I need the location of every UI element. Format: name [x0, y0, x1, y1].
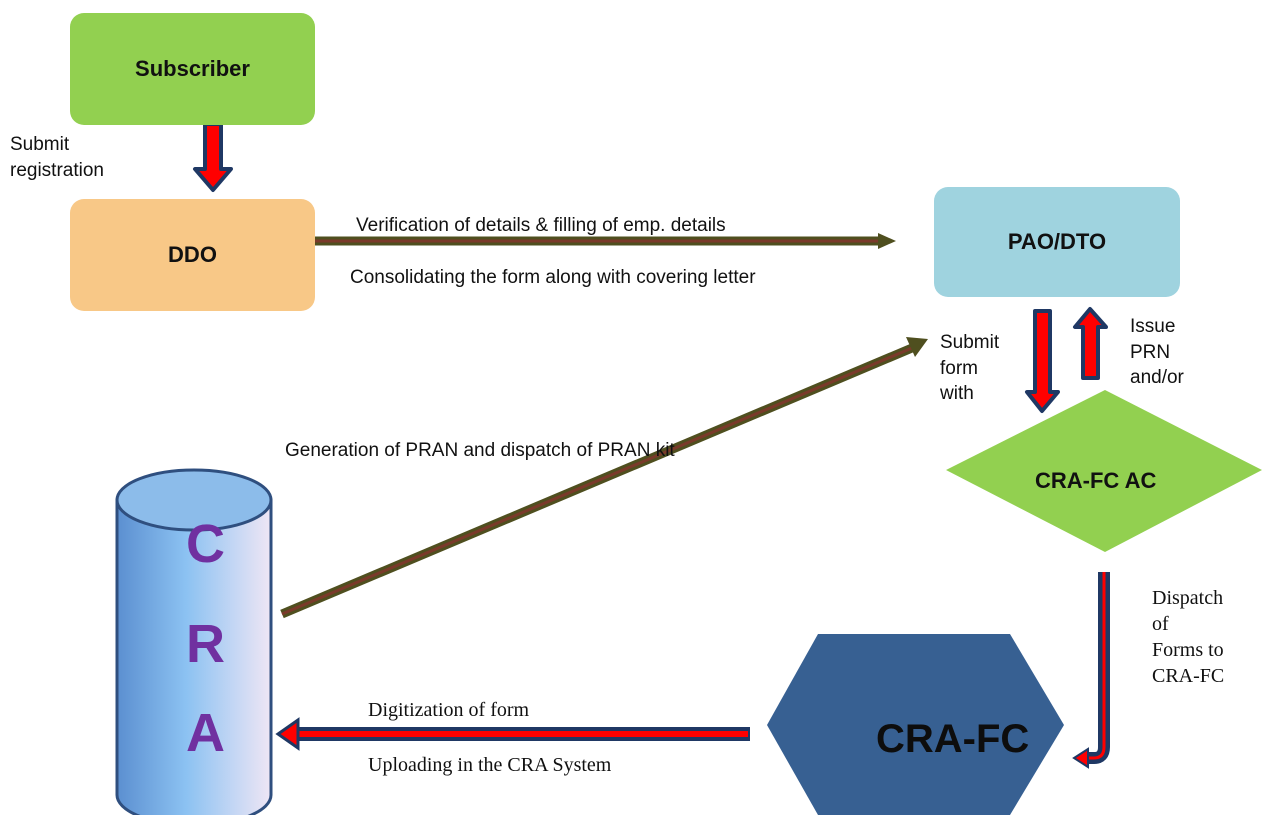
ddo-node: DDO — [70, 199, 315, 311]
edge-label-issue-prn: Issue PRN and/or — [1130, 316, 1184, 389]
edge-label-dispatch-of-forms: Dispatch of Forms to CRA-FC — [1152, 587, 1225, 687]
arrow-cra-to-pao — [280, 337, 928, 619]
cra-fc-hexagon — [767, 634, 1064, 815]
arrow-subscriber-to-ddo — [193, 122, 233, 192]
arrow-crafc-to-cra — [275, 717, 750, 751]
pao-dto-label: PAO/DTO — [1007, 229, 1107, 254]
edge-label-verification: Verification of details & filling of emp… — [356, 215, 726, 236]
edge-label-submit-registration: Submit registration — [10, 134, 104, 181]
arrow-pao-to-crafcac — [1025, 309, 1060, 413]
cra-letter-a: A — [186, 703, 225, 763]
cra-fc-label: CRA-FC — [876, 717, 1030, 761]
arrow-ddo-to-pao — [313, 233, 896, 249]
ddo-label: DDO — [168, 242, 217, 267]
edge-label-consolidating: Consolidating the form along with coveri… — [350, 267, 756, 288]
arrow-crafcac-to-pao — [1073, 307, 1108, 380]
edge-label-digitization: Digitization of form — [368, 699, 530, 721]
subscriber-label: Subscriber — [135, 56, 250, 81]
cra-letter-r: R — [186, 614, 225, 674]
edge-label-generation-of-pran: Generation of PRAN and dispatch of PRAN … — [285, 440, 675, 461]
cra-fc-ac-diamond — [946, 390, 1262, 552]
edge-label-uploading: Uploading in the CRA System — [368, 754, 612, 776]
cra-database-cylinder — [115, 468, 273, 815]
cra-letter-c: C — [186, 514, 225, 574]
cra-fc-ac-label: CRA-FC AC — [1035, 468, 1157, 493]
subscriber-node: Subscriber — [70, 13, 315, 125]
pao-dto-node: PAO/DTO — [934, 187, 1180, 297]
edge-label-issue-prn-clip: Issue PRN and/or — [1130, 314, 1240, 414]
arrow-crafcac-to-crafc — [1072, 572, 1110, 769]
edge-label-submit-form: Submit form with — [940, 332, 1000, 405]
